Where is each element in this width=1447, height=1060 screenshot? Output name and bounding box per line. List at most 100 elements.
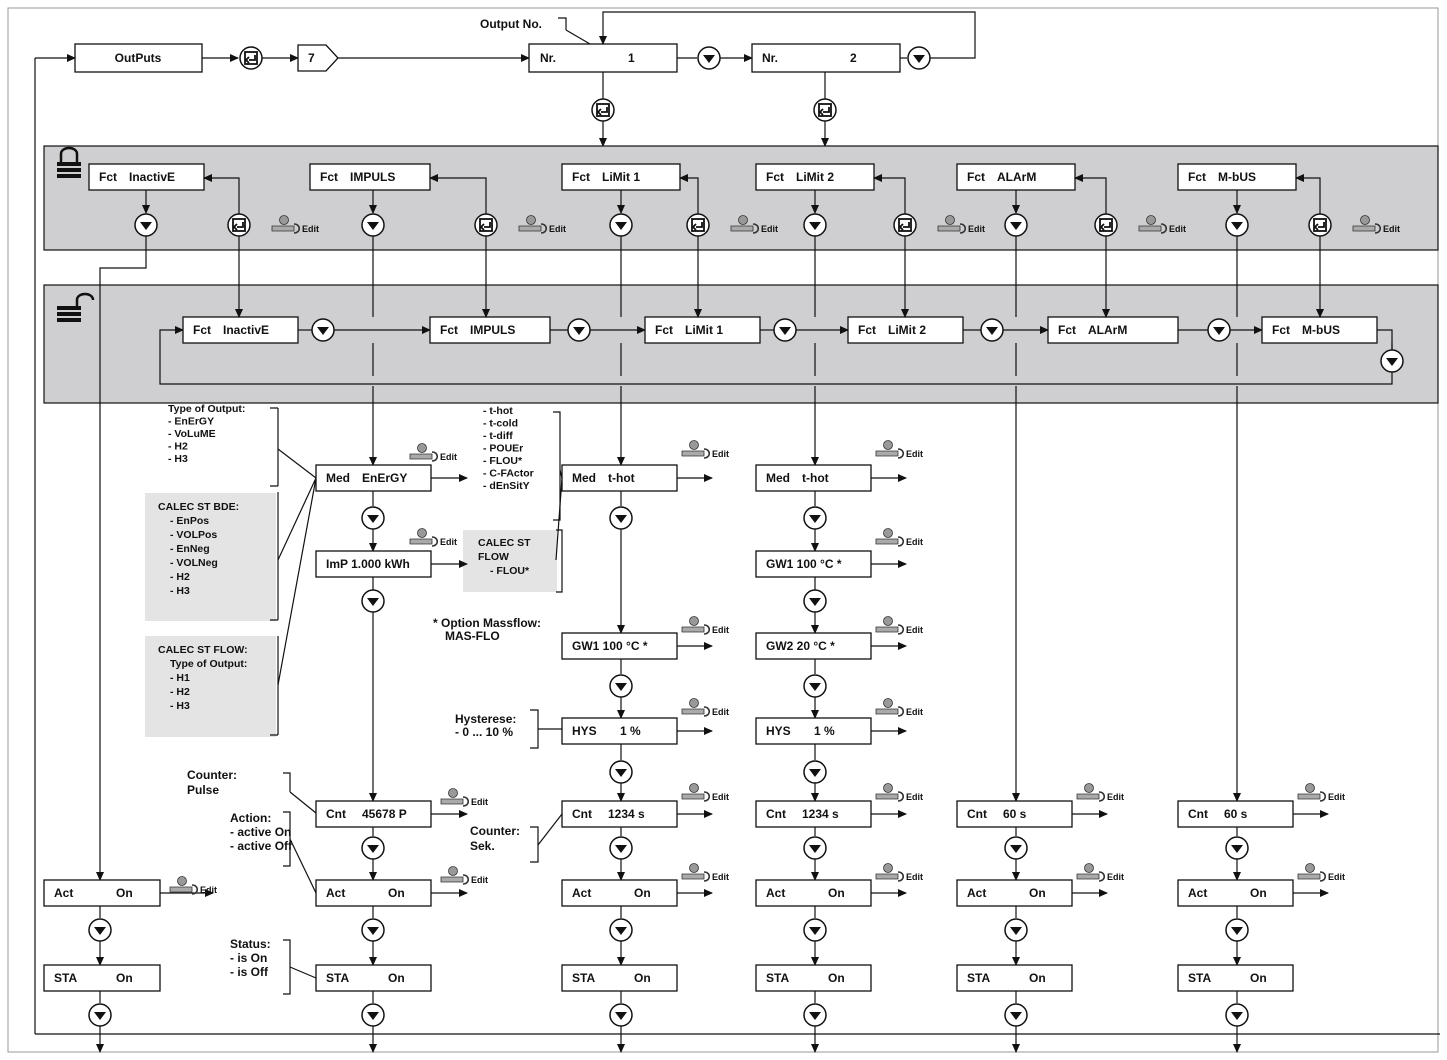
edit-button[interactable]: Edit bbox=[1076, 782, 1124, 803]
down-button-icon[interactable] bbox=[803, 506, 827, 530]
down-button-icon[interactable] bbox=[609, 213, 633, 237]
enter-button-icon[interactable] bbox=[1094, 213, 1118, 237]
edit-button[interactable]: Edit bbox=[875, 862, 923, 883]
gw1-box[interactable]: GW1 100 °C * bbox=[755, 550, 872, 578]
down-button-icon[interactable] bbox=[1225, 918, 1249, 942]
down-button-icon[interactable] bbox=[1004, 1003, 1028, 1027]
down-button-icon[interactable] bbox=[803, 1003, 827, 1027]
down-button-icon[interactable] bbox=[803, 589, 827, 613]
edit-button[interactable]: Edit bbox=[875, 782, 923, 803]
gw2-box[interactable]: GW2 20 °C * bbox=[755, 632, 872, 660]
down-button-icon[interactable] bbox=[361, 1003, 385, 1027]
down-button-icon[interactable] bbox=[88, 918, 112, 942]
down-button-icon[interactable] bbox=[361, 506, 385, 530]
down-button-icon[interactable] bbox=[609, 918, 633, 942]
edit-button[interactable]: Edit bbox=[440, 787, 488, 808]
enter-button-icon[interactable] bbox=[474, 213, 498, 237]
down-button-icon[interactable] bbox=[803, 213, 827, 237]
edit-button[interactable]: Edit bbox=[271, 214, 319, 235]
imp-box[interactable]: ImP 1.000 kWh bbox=[315, 550, 432, 578]
down-button-icon[interactable] bbox=[567, 318, 591, 342]
output-nr-2-box[interactable]: Nr. 2 bbox=[751, 43, 901, 73]
edit-button[interactable]: Edit bbox=[681, 697, 729, 718]
edit-button[interactable]: Edit bbox=[1297, 782, 1345, 803]
edit-button[interactable]: Edit bbox=[681, 439, 729, 460]
edit-button[interactable]: Edit bbox=[681, 782, 729, 803]
down-button-icon[interactable] bbox=[1225, 836, 1249, 860]
edit-button[interactable]: Edit bbox=[409, 527, 457, 548]
edit-button[interactable]: Edit bbox=[875, 527, 923, 548]
enter-button-icon[interactable] bbox=[227, 213, 251, 237]
enter-button-icon[interactable] bbox=[1308, 213, 1332, 237]
down-button-icon[interactable] bbox=[1207, 318, 1231, 342]
edit-button[interactable]: Edit bbox=[440, 865, 488, 886]
down-button-icon[interactable] bbox=[803, 760, 827, 784]
down-button-icon[interactable] bbox=[361, 836, 385, 860]
edit-button[interactable]: Edit bbox=[681, 615, 729, 636]
down-button-icon[interactable] bbox=[88, 1003, 112, 1027]
down-button-icon[interactable] bbox=[1380, 349, 1404, 373]
enter-button-icon[interactable] bbox=[239, 46, 263, 70]
down-button-icon[interactable] bbox=[134, 213, 158, 237]
edit-button[interactable]: Edit bbox=[1138, 214, 1186, 235]
enter-button-icon[interactable] bbox=[686, 213, 710, 237]
down-button-icon[interactable] bbox=[697, 46, 721, 70]
edit-button[interactable]: Edit bbox=[1297, 862, 1345, 883]
down-button-icon[interactable] bbox=[609, 1003, 633, 1027]
edit-button[interactable]: Edit bbox=[937, 214, 985, 235]
down-button-icon[interactable] bbox=[609, 674, 633, 698]
edit-button[interactable]: Edit bbox=[681, 862, 729, 883]
edit-button[interactable]: Edit bbox=[730, 214, 778, 235]
down-button-icon[interactable] bbox=[609, 760, 633, 784]
down-button-icon[interactable] bbox=[1225, 213, 1249, 237]
gw1-box[interactable]: GW1 100 °C * bbox=[561, 632, 678, 660]
down-button-icon[interactable] bbox=[803, 674, 827, 698]
edit-button[interactable]: Edit bbox=[169, 875, 217, 896]
down-button-icon[interactable] bbox=[803, 836, 827, 860]
down-button-icon[interactable] bbox=[311, 318, 335, 342]
enter-button-icon[interactable] bbox=[591, 98, 615, 122]
enter-button-icon[interactable] bbox=[813, 98, 837, 122]
edit-button[interactable]: Edit bbox=[1076, 862, 1124, 883]
edit-button[interactable]: Edit bbox=[875, 615, 923, 636]
down-button-icon[interactable] bbox=[1004, 918, 1028, 942]
down-button-icon[interactable] bbox=[803, 918, 827, 942]
edit-button[interactable]: Edit bbox=[409, 442, 457, 463]
down-button-icon[interactable] bbox=[361, 918, 385, 942]
output-nr-1-box[interactable]: Nr. 1 bbox=[528, 43, 678, 73]
down-button-icon[interactable] bbox=[773, 318, 797, 342]
down-button-icon[interactable] bbox=[609, 836, 633, 860]
down-button-icon[interactable] bbox=[907, 46, 931, 70]
down-button-icon[interactable] bbox=[1004, 836, 1028, 860]
down-button-icon[interactable] bbox=[361, 589, 385, 613]
edit-button[interactable]: Edit bbox=[1352, 214, 1400, 235]
